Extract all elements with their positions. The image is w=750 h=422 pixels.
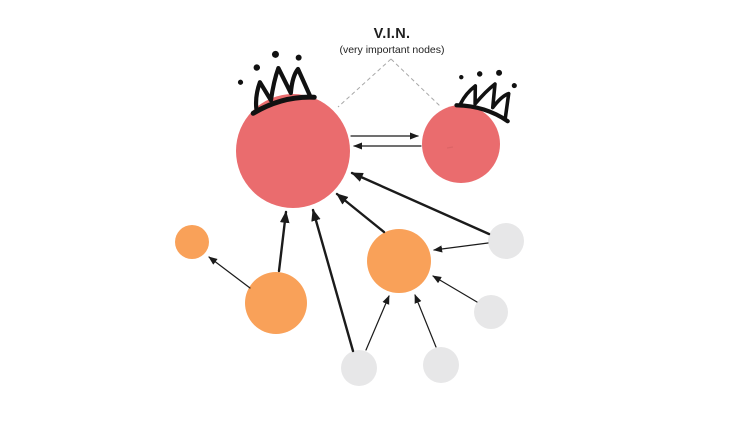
edge-gray-mid-right-to-orange-mid [432, 275, 478, 303]
vin-title: V.I.N. [373, 26, 411, 42]
node-vin-large [236, 94, 350, 208]
label-pointer-left [337, 58, 392, 108]
vin-subtitle: (very important nodes) [339, 43, 445, 56]
edge-orange-mid-to-vin-large [335, 192, 386, 234]
node-gray-bottom-mid [423, 347, 459, 383]
node-orange-small [175, 225, 209, 259]
node-gray-top-right [488, 223, 524, 259]
vin-label: V.I.N. (very important nodes) [292, 26, 492, 56]
node-vin-small [422, 105, 500, 183]
edge-gray-top-right-to-orange-mid [433, 242, 489, 253]
edge-orange-large-to-vin-large [277, 210, 290, 273]
node-orange-large [245, 272, 307, 334]
graph-edges [208, 132, 491, 353]
node-gray-bottom-left [341, 350, 377, 386]
edge-gray-bottom-mid-to-orange-mid [414, 294, 437, 348]
edge-gray-top-right-to-vin-large [350, 171, 491, 236]
node-orange-mid [367, 229, 431, 293]
graph-nodes [175, 94, 524, 386]
label-pointer-right [390, 58, 441, 107]
edge-gray-bottom-left-to-vin-large [311, 208, 355, 353]
edge-orange-large-to-orange-small [208, 256, 251, 289]
node-gray-mid-right [474, 295, 508, 329]
label-pointer-lines [337, 58, 441, 108]
pen-mark [446, 146, 454, 149]
edge-gray-bottom-left-to-orange-mid [365, 295, 390, 351]
